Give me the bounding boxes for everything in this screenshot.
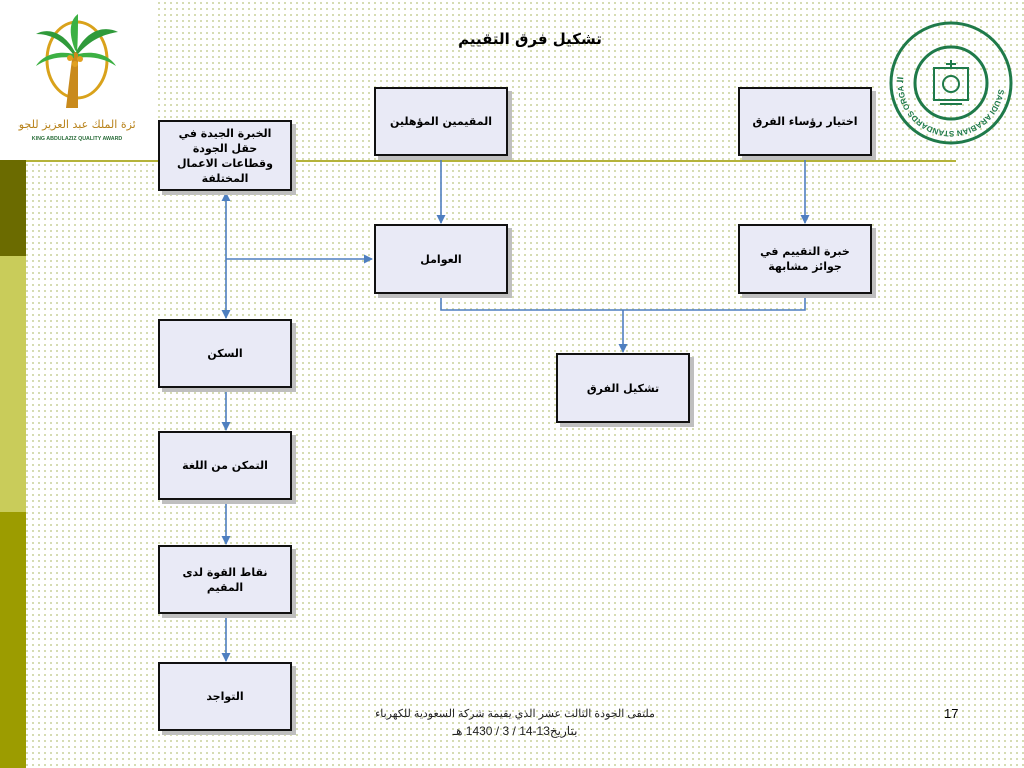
node-experience: الخبرة الجيدة في حقل الجودة وقطاعات الاع… [158, 120, 292, 191]
header-rule [26, 160, 956, 162]
footer-line-2: بتاريخ13-14 / 3 / 1430 هـ [452, 724, 578, 738]
footer-line-1: ملتقى الجودة الثالث عشر الذي يقيمة شركة … [375, 708, 655, 720]
node-team-leaders: اختيار رؤساء الفرق [738, 87, 872, 156]
page-number: 17 [944, 706, 959, 721]
node-presence: التواجد [158, 662, 292, 731]
left-accent-bar-mid [0, 512, 26, 768]
node-qualified-assessors: المقيمين المؤهلين [374, 87, 508, 156]
palm-logo-icon: جائزة الملك عبد العزيز للجودة KING ABDUL… [18, 14, 136, 142]
palm-logo-arabic-text: جائزة الملك عبد العزيز للجودة [18, 118, 136, 131]
slide-title: تشكيل فرق التقييم [458, 30, 602, 48]
footer-text: ملتقى الجودة الثالث عشر الذي يقيمة شركة … [340, 706, 690, 740]
node-team-formation: تشكيل الفرق [556, 353, 690, 423]
node-strengths: نقاط القوة لدى المقيم [158, 545, 292, 614]
node-factors: العوامل [374, 224, 508, 294]
edge-factors-eval-to-formation [440, 294, 806, 311]
node-language: التمكن من اللغة [158, 431, 292, 500]
left-accent-bar-dark [0, 160, 26, 256]
palm-logo-english-text: KING ABDULAZIZ QUALITY AWARD [32, 136, 123, 142]
node-evaluation-experience: خبرة التقييم في جوائز مشابهة [738, 224, 872, 294]
node-residence: السكن [158, 319, 292, 388]
left-accent-bar-light [0, 256, 26, 512]
saso-seal-icon: SAUDI ARABIAN STANDARDS ORGANIZATION اله… [888, 20, 1013, 145]
